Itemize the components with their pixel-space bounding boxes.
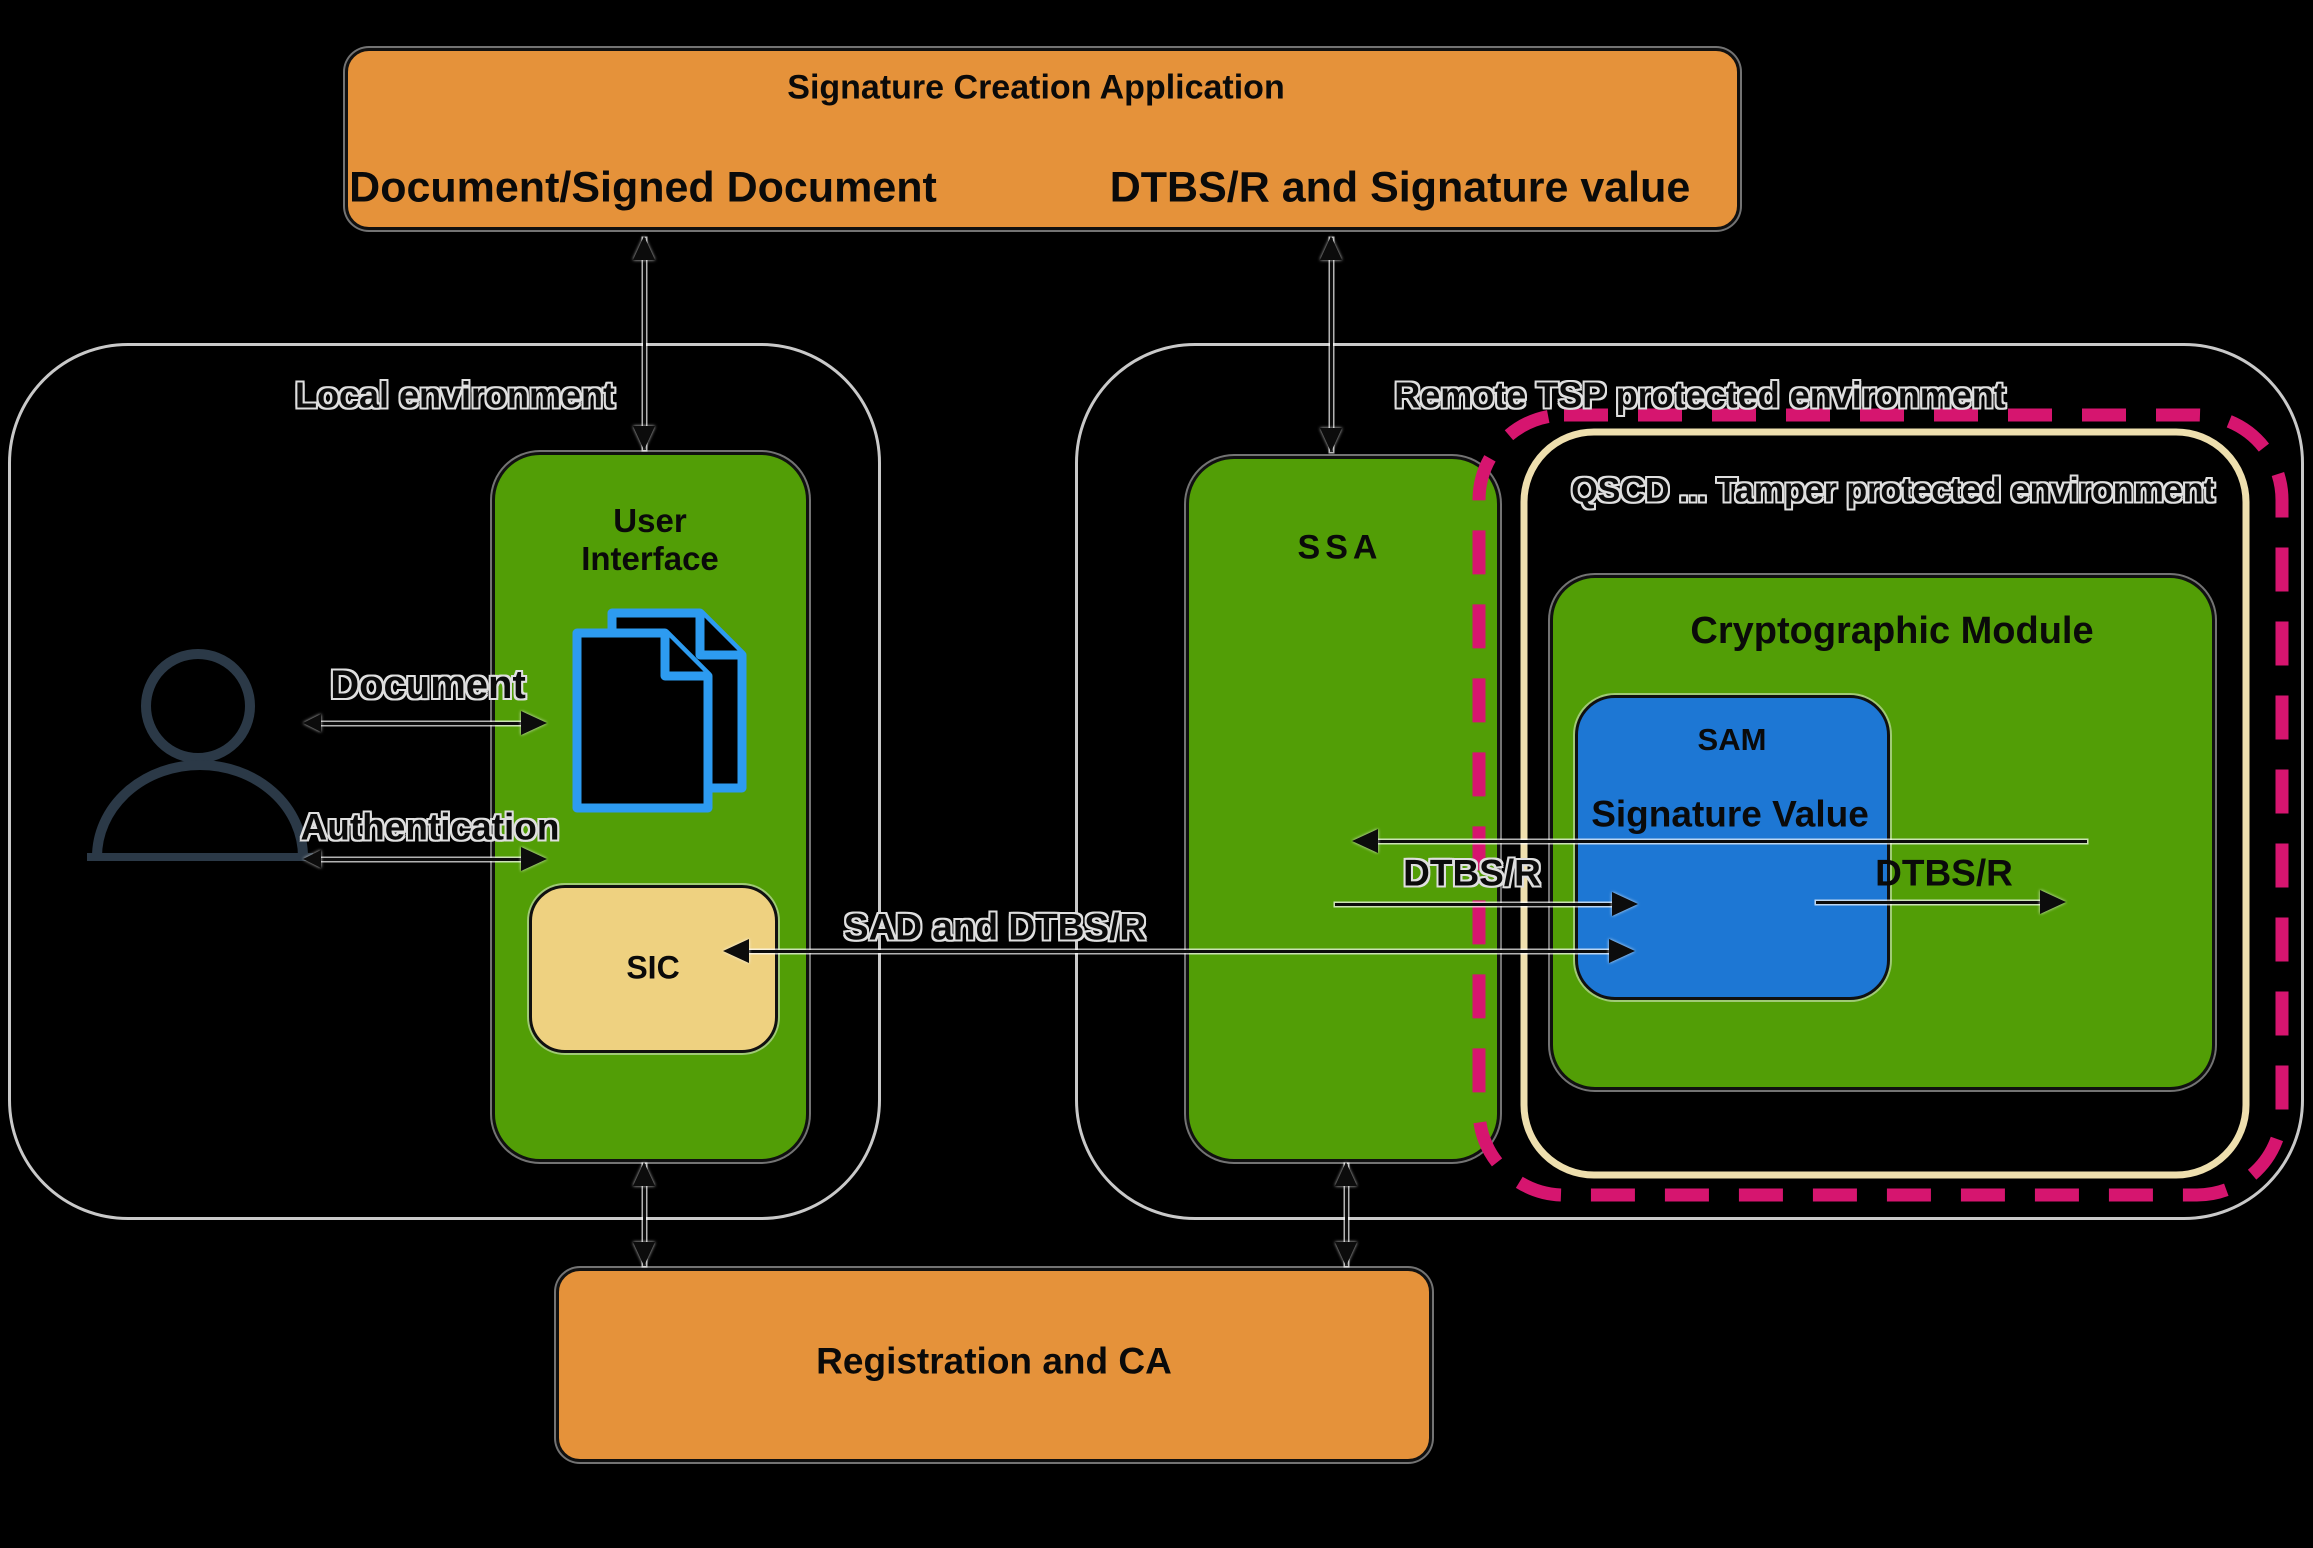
sam-label: SAM [1697, 722, 1767, 758]
qscd-dashed-border [1472, 408, 2289, 1202]
user-icon [87, 649, 313, 861]
local-environment-label: Local environment [294, 374, 616, 416]
ssa-label: SSA [1297, 528, 1383, 567]
ssa-box [1186, 456, 1500, 1162]
dtbsr-left-label: DTBS/R [1403, 852, 1541, 894]
remote-environment-label: Remote TSP protected environment [1394, 374, 2006, 416]
authentication-label: Authentication [300, 806, 560, 848]
registration-label: Registration and CA [816, 1340, 1172, 1382]
sca-title: Signature Creation Application [787, 68, 1285, 107]
registration-box [556, 1268, 1432, 1462]
qscd-label: QSCD ... Tamper protected environment [1571, 471, 2215, 510]
remote-environment-box [1075, 343, 2304, 1220]
signature-value-label: Signature Value [1591, 793, 1869, 835]
cryptographic-module-label: Cryptographic Module [1690, 610, 2094, 653]
dtbsr-right-label: DTBS/R [1875, 852, 2013, 894]
document-label: Document [330, 663, 526, 707]
user-interface-label: User Interface [581, 502, 719, 578]
sad-dtbsr-label: SAD and DTBS/R [843, 906, 1147, 948]
document-pages-icon [572, 608, 747, 813]
sca-document-label: Document/Signed Document [349, 163, 937, 212]
sca-box [345, 48, 1740, 230]
user-interface-label-line2: Interface [581, 540, 719, 577]
user-interface-label-line1: User [613, 502, 687, 540]
sic-box [529, 885, 778, 1053]
sic-label: SIC [626, 949, 680, 986]
qscd-tamper-border [1520, 428, 2250, 1179]
sca-dtbsr-label: DTBS/R and Signature value [1109, 163, 1691, 212]
local-environment-box [8, 343, 881, 1220]
